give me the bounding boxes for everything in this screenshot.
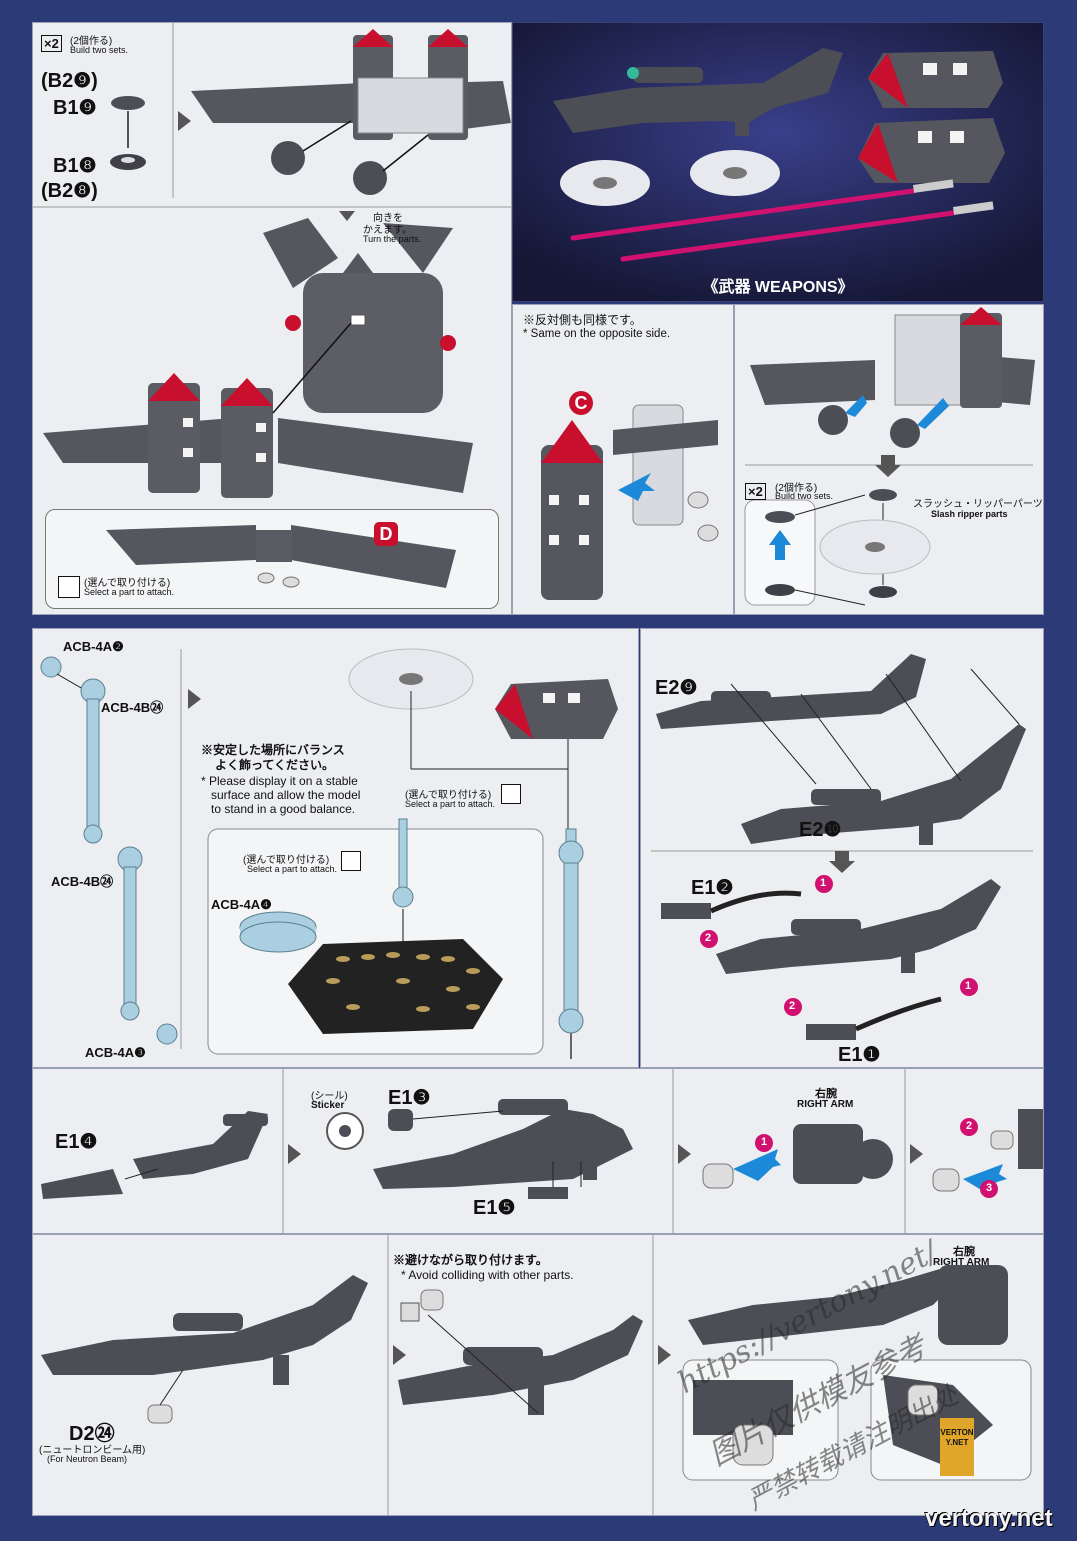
badge-d: D bbox=[374, 522, 398, 546]
rifle-step-1-a: 1 bbox=[820, 877, 827, 889]
stand-label-acb4b24-top: ACB-4B㉔ bbox=[101, 700, 164, 715]
right-arm-ja-2: 右腕 bbox=[953, 1246, 975, 1258]
arm-step-1: 1 bbox=[761, 1136, 768, 1148]
stand-note-en-1: * Please display it on a stable bbox=[201, 774, 358, 788]
stand-select-icon-inner bbox=[341, 851, 361, 871]
arm-step-2: 2 bbox=[966, 1120, 973, 1132]
stand-select-en-inner: Select a part to attach. bbox=[247, 864, 338, 874]
right-arm-ja: 右腕 bbox=[815, 1088, 837, 1100]
part-label-b29: (B2❾) bbox=[41, 70, 98, 92]
alternate-part-box: D (選んで取り付ける) Select a part to attach. bbox=[45, 509, 499, 609]
label-e14: E1❹ bbox=[55, 1131, 98, 1153]
stand-label-acb4b24-bottom: ACB-4B㉔ bbox=[51, 874, 114, 889]
right-arm-en-2: RIGHT ARM bbox=[933, 1257, 990, 1268]
arm-step-3: 3 bbox=[986, 1182, 993, 1194]
panel-stand: ACB-4A❷ ACB-4B㉔ ACB-4B㉔ ACB-4A❸ ACB-4A❹ … bbox=[32, 628, 639, 1068]
slash-build-en: Build two sets. bbox=[775, 491, 834, 501]
rifle-label-e29: E2❾ bbox=[655, 677, 698, 699]
slash-build-ja: (2個作る) bbox=[775, 483, 818, 494]
sticker-ja: (シール) bbox=[311, 1091, 348, 1102]
right-arm-en: RIGHT ARM bbox=[797, 1099, 854, 1110]
badge-c: C bbox=[569, 391, 593, 415]
select-icon bbox=[58, 576, 80, 598]
panel-top-left: ×2 (2個作る) Build two sets. (B2❾) B1❾ B1❽ … bbox=[32, 22, 512, 615]
slash-ripper-name-en: Slash ripper parts bbox=[931, 509, 1008, 519]
opposite-note-en: * Same on the opposite side. bbox=[523, 328, 671, 340]
select-note-ja: (選んで取り付ける) bbox=[84, 578, 171, 589]
stand-label-acb4a3: ACB-4A❸ bbox=[85, 1045, 146, 1060]
sticker-arm-illustration bbox=[41, 1069, 1043, 1233]
label-d224: D2㉔ bbox=[69, 1423, 115, 1445]
panel-sticker-and-arm: E1❹ (シール) Sticker E1❸ E1❺ 右腕 RIGHT ARM 1… bbox=[32, 1068, 1044, 1234]
label-e15: E1❺ bbox=[473, 1197, 516, 1219]
stand-note-ja-2: よく飾ってください。 bbox=[215, 758, 335, 772]
panel-weapons: 14 《武器 WEAPONS》 bbox=[512, 22, 1044, 302]
panel-rifle-assembly: E2❾ E2❿ E1❷ E1❶ 1 2 2 1 bbox=[640, 628, 1044, 1068]
panel-neutron-beam: D2㉔ (ニュートロンビーム用) (For Neutron Beam) ※避けな… bbox=[32, 1234, 1044, 1516]
rifle-step-2-a: 2 bbox=[705, 932, 712, 944]
top-left-illustration bbox=[33, 23, 511, 498]
part-label-b28: (B2❽) bbox=[41, 180, 98, 202]
part-label-b18: B1❽ bbox=[53, 155, 97, 177]
part-label-b19: B1❾ bbox=[53, 97, 97, 119]
neutron-note-en: (For Neutron Beam) bbox=[47, 1454, 128, 1464]
weapons-illustration bbox=[513, 23, 1043, 301]
rifle-step-1-b: 1 bbox=[965, 980, 972, 992]
sticker-en: Sticker bbox=[311, 1100, 345, 1111]
stand-select-en-right: Select a part to attach. bbox=[405, 799, 496, 809]
label-e13: E1❸ bbox=[388, 1087, 431, 1109]
rifle-step-2-b: 2 bbox=[789, 1000, 796, 1012]
neutron-beam-illustration bbox=[41, 1235, 1032, 1515]
turn-note-ja-1: 向きを bbox=[373, 213, 403, 224]
rifle-label-e210: E2❿ bbox=[799, 819, 842, 841]
turn-note-en: Turn the parts. bbox=[363, 234, 422, 244]
slash-ripper-illustration bbox=[744, 307, 1035, 606]
stand-select-icon-right bbox=[501, 784, 521, 804]
stand-label-acb4a2: ACB-4A❷ bbox=[63, 639, 124, 654]
stand-note-ja-1: ※安定した場所にバランス bbox=[201, 743, 345, 757]
stand-note-en-3: to stand in a good balance. bbox=[211, 802, 356, 816]
select-note-en: Select a part to attach. bbox=[84, 587, 175, 597]
build-note-ja: (2個作る) bbox=[70, 36, 113, 47]
turn-note-ja-2: かえます。 bbox=[363, 225, 412, 236]
opposite-note-ja: ※反対側も同様です。 bbox=[523, 313, 642, 327]
watermark-logo: VERTONY.NET bbox=[940, 1418, 974, 1476]
rifle-assembly-illustration bbox=[651, 654, 1033, 1040]
panel-slash-ripper: ×2 (2個作る) Build two sets. スラッシュ・リッパーパーツ … bbox=[734, 304, 1044, 615]
stand-label-acb4a4: ACB-4A❹ bbox=[211, 897, 272, 912]
watermark-site: vertony.net bbox=[925, 1505, 1053, 1532]
slash-build-count: ×2 bbox=[745, 483, 769, 500]
stand-select-ja-inner: (選んで取り付ける) bbox=[243, 855, 330, 866]
build-count: ×2 bbox=[41, 35, 65, 52]
alternate-wing-illustration bbox=[106, 525, 456, 588]
stand-select-ja-right: (選んで取り付ける) bbox=[405, 790, 492, 801]
opposite-illustration bbox=[541, 404, 719, 600]
stand-note-en-2: surface and allow the model bbox=[211, 788, 361, 802]
avoid-note-en: * Avoid colliding with other parts. bbox=[401, 1268, 574, 1282]
rifle-label-e11: E1❶ bbox=[838, 1044, 881, 1066]
panel-opposite-side: ※反対側も同様です。 * Same on the opposite side. … bbox=[512, 304, 734, 615]
neutron-note-ja: (ニュートロンビーム用) bbox=[39, 1445, 146, 1456]
slash-ripper-name-ja: スラッシュ・リッパーパーツ bbox=[913, 499, 1043, 510]
build-note-en: Build two sets. bbox=[70, 45, 129, 55]
weapons-banner: 《武器 WEAPONS》 bbox=[702, 279, 854, 296]
rifle-label-e12: E1❷ bbox=[691, 877, 734, 899]
stand-illustration bbox=[40, 648, 618, 1059]
avoid-note-ja: ※避けながら取り付けます。 bbox=[393, 1253, 548, 1267]
